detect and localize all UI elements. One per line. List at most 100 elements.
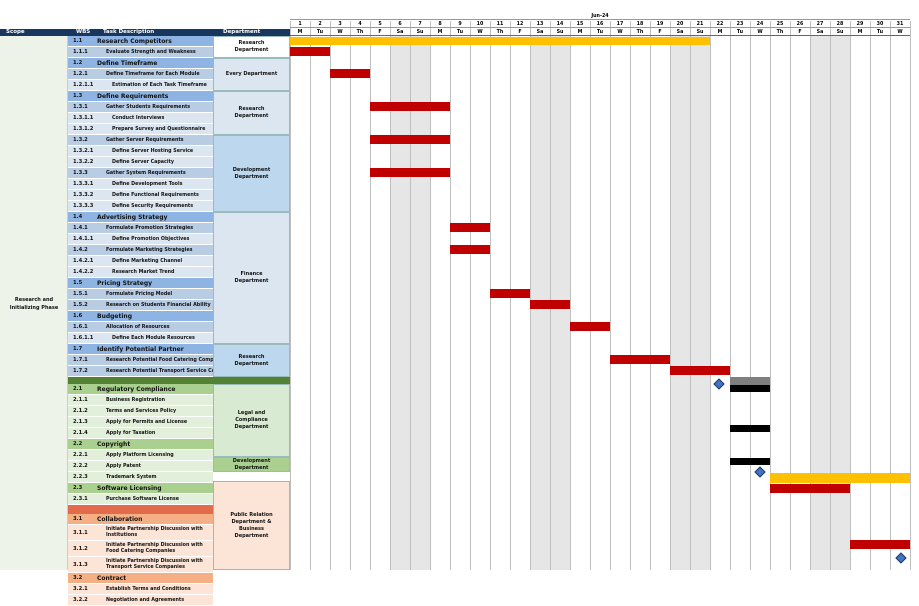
task-cell[interactable]: Purchase Software License (95, 494, 213, 505)
wbs-cell[interactable]: 1.4.2 (68, 245, 95, 256)
task-cell[interactable]: Gather Server Requirements (95, 135, 213, 146)
wbs-cell[interactable]: 1.6.1.1 (68, 333, 95, 344)
task-cell[interactable]: Apply for Taxation (95, 428, 213, 439)
summary-bar-phase2[interactable] (730, 377, 770, 385)
task-bar[interactable] (850, 540, 910, 549)
task-cell[interactable]: Estimation of Each Task Timeframe (95, 80, 213, 91)
task-cell[interactable]: Gather System Requirements (95, 168, 213, 179)
wbs-header[interactable]: WBS (68, 29, 95, 36)
wbs-cell[interactable]: 1.7.2 (68, 366, 95, 377)
wbs-cell[interactable]: 1.4 (68, 212, 95, 223)
task-cell[interactable]: Apply for Permits and License (95, 417, 213, 428)
wbs-cell[interactable]: 1.1.1 (68, 47, 95, 58)
task-bar[interactable] (490, 289, 530, 298)
wbs-cell[interactable]: 3.1.1 (68, 525, 95, 541)
task-cell[interactable]: Research Competitors (95, 36, 213, 47)
task-cell[interactable]: Trademark System (95, 472, 213, 483)
task-cell[interactable]: Apply Patent (95, 461, 213, 472)
wbs-cell[interactable]: 3.2.1 (68, 584, 95, 595)
wbs-cell[interactable]: 1.3.3.2 (68, 190, 95, 201)
task-cell[interactable]: Negotiation and Agreements (95, 595, 213, 606)
task-cell[interactable]: Pricing Strategy (95, 278, 213, 289)
task-cell[interactable]: Initiate Partnership Discussion with Tra… (95, 557, 213, 573)
wbs-cell[interactable]: 2.2 (68, 439, 95, 450)
wbs-cell[interactable]: 2.1.4 (68, 428, 95, 439)
wbs-cell[interactable]: 1.7.1 (68, 355, 95, 366)
task-bar[interactable] (530, 300, 570, 309)
wbs-cell[interactable]: 1.3.1.1 (68, 113, 95, 124)
wbs-cell[interactable]: 1.3.2 (68, 135, 95, 146)
task-cell[interactable]: Research Potential Food Catering Compani… (95, 355, 213, 366)
task-cell[interactable]: Contract (95, 573, 213, 584)
wbs-cell[interactable]: 1.5.2 (68, 300, 95, 311)
task-cell[interactable]: Define Functional Requirements (95, 190, 213, 201)
task-cell[interactable]: Evaluate Strength and Weakness (95, 47, 213, 58)
task-cell[interactable]: Collaboration (95, 514, 213, 525)
task-cell[interactable]: Business Registration (95, 395, 213, 406)
wbs-cell[interactable]: 1.4.1.1 (68, 234, 95, 245)
wbs-cell[interactable]: 1.3.2.2 (68, 157, 95, 168)
task-cell[interactable]: Identify Potential Partner (95, 344, 213, 355)
wbs-cell[interactable]: 1.4.2.2 (68, 267, 95, 278)
wbs-cell[interactable]: 1.3 (68, 91, 95, 102)
task-cell[interactable]: Formulate Promotion Strategies (95, 223, 213, 234)
wbs-cell[interactable]: 1.2 (68, 58, 95, 69)
task-cell[interactable]: Regulatory Compliance (95, 384, 213, 395)
wbs-cell[interactable]: 1.3.3 (68, 168, 95, 179)
task-bar[interactable] (330, 69, 370, 78)
task-bar[interactable] (450, 223, 490, 232)
task-bar-phase2[interactable] (730, 458, 770, 465)
task-cell[interactable]: Apply Platform Licensing (95, 450, 213, 461)
wbs-cell[interactable]: 2.1 (68, 384, 95, 395)
task-header[interactable]: Task Description (95, 29, 213, 36)
wbs-cell[interactable]: 1.5.1 (68, 289, 95, 300)
wbs-cell[interactable]: 2.1.2 (68, 406, 95, 417)
wbs-cell[interactable]: 1.3.1.2 (68, 124, 95, 135)
task-cell[interactable]: Research Market Trend (95, 267, 213, 278)
scope-header[interactable]: Scope (0, 29, 68, 36)
task-bar[interactable] (570, 322, 610, 331)
task-cell[interactable]: Prepare Survey and Questionnaire (95, 124, 213, 135)
wbs-cell[interactable]: 3.1 (68, 514, 95, 525)
summary-bar-phase1[interactable] (290, 37, 710, 45)
task-cell[interactable]: Define Requirements (95, 91, 213, 102)
task-cell[interactable]: Define Server Hosting Service (95, 146, 213, 157)
task-cell[interactable]: Define Each Module Resources (95, 333, 213, 344)
wbs-cell[interactable]: 2.3.1 (68, 494, 95, 505)
task-bar[interactable] (670, 366, 730, 375)
task-cell[interactable]: Formulate Pricing Model (95, 289, 213, 300)
task-bar[interactable] (370, 135, 450, 144)
wbs-cell[interactable]: 3.2 (68, 573, 95, 584)
summary-bar-phase3[interactable] (770, 473, 910, 483)
wbs-cell[interactable]: 1.4.1 (68, 223, 95, 234)
task-bar-phase2[interactable] (730, 385, 770, 392)
wbs-cell[interactable]: 2.2.1 (68, 450, 95, 461)
task-cell[interactable]: Budgeting (95, 311, 213, 322)
milestone-icon[interactable] (754, 466, 766, 478)
wbs-cell[interactable]: 2.1.3 (68, 417, 95, 428)
wbs-cell[interactable]: 3.1.3 (68, 557, 95, 573)
task-cell[interactable]: Advertising Strategy (95, 212, 213, 223)
task-bar[interactable] (610, 355, 670, 364)
task-cell[interactable]: Initiate Partnership Discussion with Foo… (95, 541, 213, 557)
wbs-cell[interactable]: 1.6 (68, 311, 95, 322)
task-cell[interactable]: Define Server Capacity (95, 157, 213, 168)
task-cell[interactable]: Define Promotion Objectives (95, 234, 213, 245)
task-cell[interactable]: Define Timeframe (95, 58, 213, 69)
wbs-cell[interactable]: 1.7 (68, 344, 95, 355)
wbs-cell[interactable]: 2.1.1 (68, 395, 95, 406)
wbs-cell[interactable]: 1.3.3.1 (68, 179, 95, 190)
wbs-cell[interactable]: 1.2.1 (68, 69, 95, 80)
task-cell[interactable]: Research Potential Transport Service Com… (95, 366, 213, 377)
task-cell[interactable]: Terms and Services Policy (95, 406, 213, 417)
task-cell[interactable]: Software Licensing (95, 483, 213, 494)
wbs-cell[interactable]: 1.2.1.1 (68, 80, 95, 91)
task-cell[interactable]: Formulate Marketing Strategies (95, 245, 213, 256)
task-bar-phase2[interactable] (730, 425, 770, 432)
wbs-cell[interactable]: 1.3.2.1 (68, 146, 95, 157)
wbs-cell[interactable]: 2.2.3 (68, 472, 95, 483)
task-cell[interactable]: Define Timeframe for Each Module (95, 69, 213, 80)
task-bar[interactable] (770, 484, 850, 493)
department-header[interactable]: Department (213, 29, 290, 36)
task-cell[interactable]: Define Security Requirements (95, 201, 213, 212)
